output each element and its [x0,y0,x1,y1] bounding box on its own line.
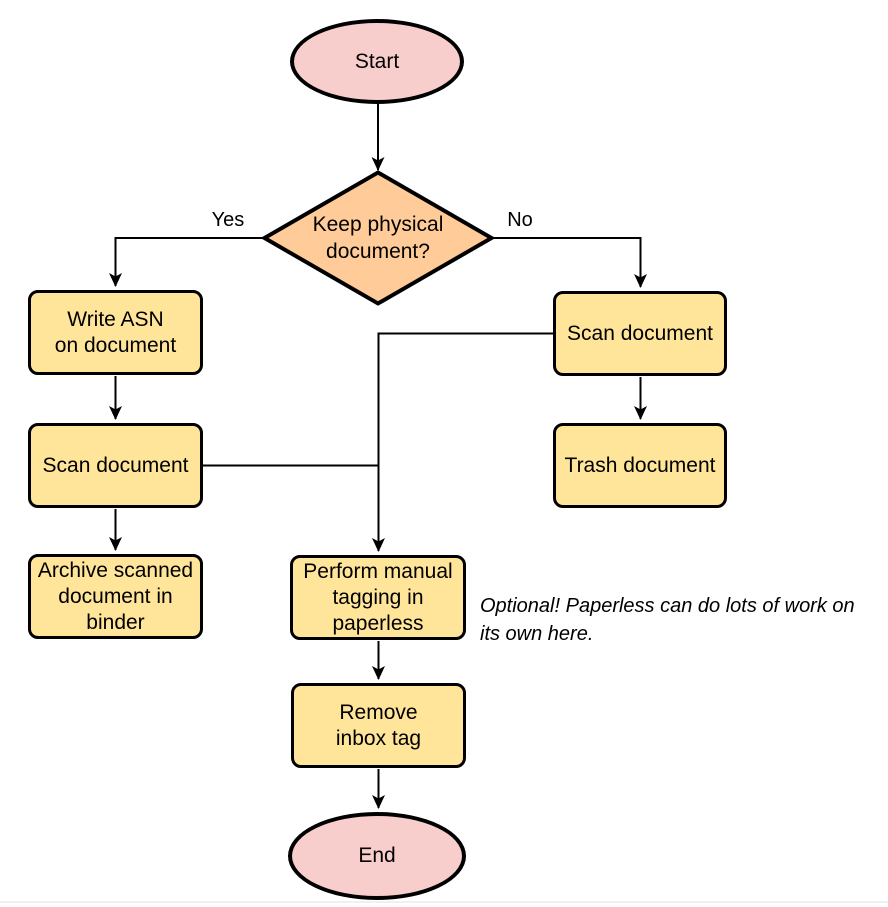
start-node: Start [290,19,464,104]
edge-label-no: No [507,209,533,231]
edge-label-yes: Yes [211,209,245,231]
process-remove-inbox-tag: Remove inbox tag [291,683,466,768]
decision-keep-physical-label: Keep physical document? [312,213,444,263]
page-bottom-border [0,901,888,903]
process-scan-document-left: Scan document [28,423,203,508]
process-archive-binder: Archive scanned document in binder [28,554,203,639]
edge-decision-no-to-scan-right [491,237,647,288]
decision-diamond-shape [260,170,496,306]
optional-annotation: Optional! Paperless can do lots of work … [480,595,855,645]
process-manual-tagging: Perform manual tagging in paperless [290,555,466,640]
edge-scan-right-to-manual-tagging [372,332,553,552]
edge-decision-yes-to-write-asn [109,237,265,287]
process-scan-document-right: Scan document [553,291,727,376]
connectors [109,104,647,809]
end-node: End [288,812,466,900]
process-trash-document: Trash document [553,423,727,508]
process-write-asn: Write ASN on document [28,290,203,375]
